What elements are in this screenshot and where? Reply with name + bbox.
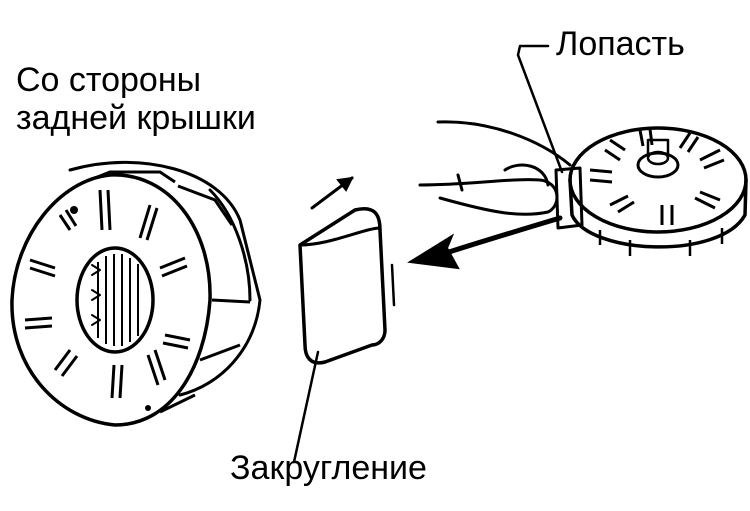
blade-body xyxy=(298,207,387,365)
large-rotor-slots xyxy=(24,189,191,399)
large-rotor-face xyxy=(10,173,212,427)
blade-label: Лопасть xyxy=(556,25,685,63)
pull-arrow xyxy=(407,215,563,270)
small-rotor-slots xyxy=(589,128,725,225)
protruding-blade xyxy=(554,166,584,230)
small-rotor-side xyxy=(568,178,748,249)
large-rotor-hub xyxy=(75,246,155,354)
hub-splines xyxy=(91,254,139,346)
blade-leader-line xyxy=(516,44,564,174)
rounding-leader-line xyxy=(292,350,320,464)
rear-cover-side-label-line2: задней крышки xyxy=(16,99,256,137)
rear-cover-side-label-line1: Со стороны xyxy=(16,61,202,99)
large-rotor xyxy=(10,160,262,427)
large-rotor-side-wall xyxy=(68,160,262,397)
rounding-label: Закругление xyxy=(230,449,427,487)
large-rotor-rim-segments xyxy=(94,170,251,414)
rotor-blade-piece xyxy=(298,176,396,365)
small-rotor xyxy=(554,126,748,256)
